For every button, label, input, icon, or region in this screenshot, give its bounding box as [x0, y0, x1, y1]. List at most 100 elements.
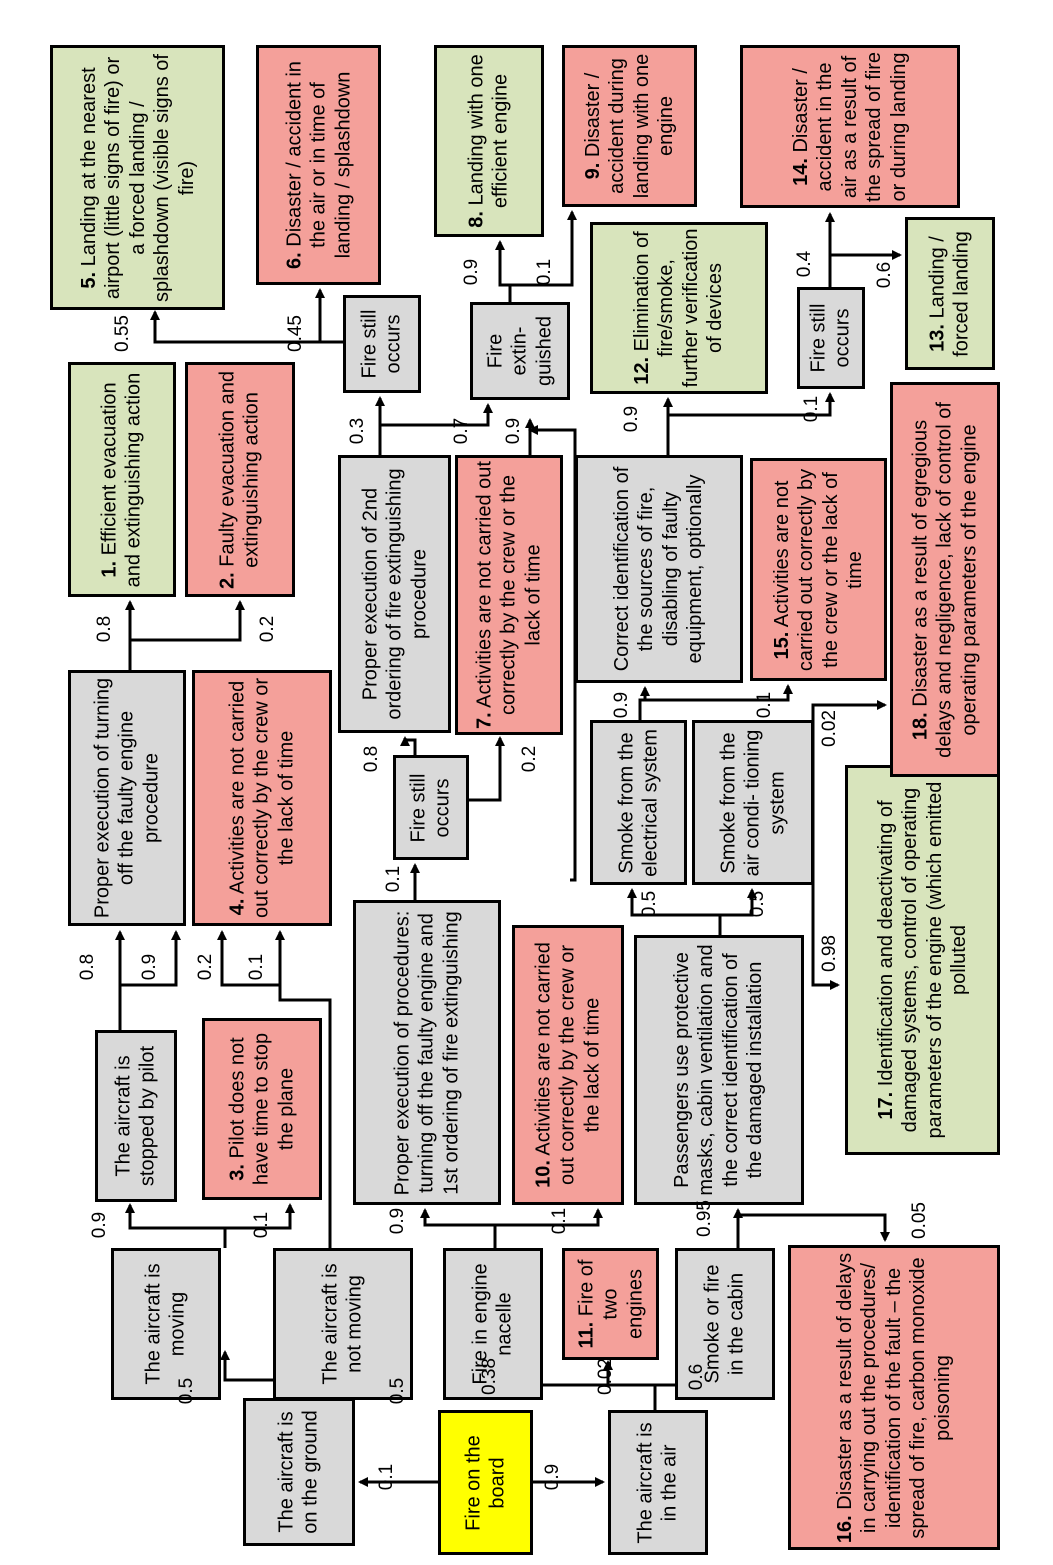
node-n15: 15. Activities are not carried out corre… — [750, 458, 887, 681]
probability-label: 0.4 — [794, 250, 815, 278]
node-gn: The aircraft is not moving — [273, 1248, 413, 1400]
node-n10: 10. Activities are not carried out corre… — [512, 925, 624, 1205]
node-number: 8. — [465, 211, 488, 228]
connector — [275, 930, 332, 1248]
node-text: Disaster as a result of egregious delays… — [909, 401, 981, 758]
node-text: Proper execution of turning off the faul… — [91, 677, 163, 919]
node-number: 14. — [790, 157, 813, 186]
node-text: Landing with one efficient engine — [465, 54, 512, 209]
node-label: 2. Faulty evacuation and extinguishing a… — [216, 368, 265, 591]
node-label: The aircraft is on the ground — [275, 1404, 324, 1540]
connector — [217, 930, 280, 987]
node-stop: The aircraft is stopped by pilot — [95, 1030, 177, 1202]
node-label: The aircraft is not moving — [319, 1254, 368, 1394]
probability-label: 0.1 — [251, 1211, 272, 1239]
node-label: Fire still occurs — [358, 301, 407, 387]
node-number: 18. — [909, 711, 932, 740]
node-pas: Passengers use protective masks, cabin v… — [634, 935, 804, 1205]
probability-label: 0.9 — [89, 1211, 110, 1239]
probability-label: 0.45 — [285, 315, 306, 352]
connector — [668, 392, 835, 417]
node-text: Fire on the board — [462, 1434, 509, 1531]
node-text: Smoke or fire in the cabin — [701, 1264, 748, 1384]
connector — [738, 1213, 890, 1242]
node-text: Fire still occurs — [807, 303, 854, 373]
node-text: Identification and deactivating of damag… — [874, 781, 970, 1139]
node-label: Proper execution of procedures: turning … — [390, 906, 463, 1199]
node-label: Fire still occurs — [807, 293, 856, 383]
node-number: 6. — [282, 252, 305, 269]
node-label: 15. Activities are not carried out corre… — [770, 464, 868, 675]
probability-label: 0.9 — [139, 953, 160, 981]
node-text: Passengers use protective masks, cabin v… — [671, 944, 767, 1196]
node-text: Landing at the nearest airport (little s… — [77, 53, 198, 302]
node-number: 3. — [226, 1164, 249, 1181]
node-label: Fire still occurs — [407, 761, 456, 854]
node-label: 5. Landing at the nearest airport (littl… — [77, 51, 199, 304]
node-text: Activities are not carried out correctly… — [532, 942, 604, 1186]
node-label: Correct identification of the sources of… — [610, 461, 708, 677]
node-label: 18. Disaster as a result of egregious de… — [908, 388, 981, 771]
connector — [125, 1203, 227, 1248]
node-text: Smoke from the air condi- tioning system — [717, 729, 789, 876]
node-number: 12. — [631, 356, 654, 385]
probability-label: 0.3 — [347, 417, 368, 445]
node-n7: 7. Activities are not carried out correc… — [455, 455, 563, 735]
node-text: Disaster as a result of delays in carryi… — [834, 1252, 954, 1539]
probability-label: 0.8 — [94, 615, 115, 643]
probability-label: 0.1 — [754, 691, 775, 719]
probability-label: 0.98 — [819, 935, 840, 972]
node-label: Passengers use protective masks, cabin v… — [670, 941, 768, 1199]
connector — [627, 888, 722, 935]
node-text: The aircraft is in the air — [634, 1421, 681, 1544]
node-n1: 1. Efficient evacuation and extinguishin… — [68, 362, 176, 597]
node-number: 10. — [532, 1160, 555, 1188]
probability-label: 0.1 — [376, 1463, 397, 1491]
probability-label: 0.8 — [361, 745, 382, 773]
probability-label: 0.1 — [549, 1207, 570, 1235]
probability-label: 0.38 — [479, 1358, 500, 1395]
node-sel: Smoke from the electrical system — [590, 720, 687, 885]
node-number: 5. — [77, 271, 100, 289]
connector — [400, 736, 417, 755]
node-text: Faulty evacuation and extinguishing acti… — [216, 370, 263, 568]
node-number: 7. — [473, 712, 496, 729]
node-label: Proper execution of turning off the faul… — [90, 676, 163, 920]
connector — [640, 684, 793, 702]
node-text: Fire still occurs — [358, 309, 405, 379]
probability-label: 0.95 — [694, 1200, 715, 1237]
node-root: Fire on the board — [438, 1410, 533, 1555]
node-n4: 4. Activities are not carried out correc… — [192, 670, 332, 926]
node-fen: Fire in engine nacelle — [443, 1248, 543, 1400]
node-fext: Fire extin- guished — [470, 302, 570, 400]
probability-label: 0.02 — [595, 1358, 616, 1395]
probability-label: 0.2 — [519, 745, 540, 773]
node-n11: 11. Fire of two engines — [562, 1248, 659, 1360]
node-text: Activities are not carried out correctly… — [473, 461, 545, 716]
connector — [495, 1208, 603, 1227]
node-n6: 6. Disaster / accident in the air or in … — [256, 45, 381, 285]
node-n8: 8. Landing with one efficient engine — [434, 45, 544, 237]
node-number: 1. — [98, 560, 121, 578]
probability-label: 0.55 — [112, 315, 133, 352]
probability-label: 0.2 — [195, 953, 216, 981]
node-label: 16. Disaster as a result of delays in ca… — [833, 1251, 955, 1544]
probability-label: 0.9 — [611, 691, 632, 719]
node-number: 11. — [574, 1321, 597, 1349]
node-text: Efficient evacuation and extinguishing a… — [98, 372, 145, 587]
probability-label: 0.9 — [503, 417, 524, 445]
node-sac: Smoke from the air condi- tioning system — [692, 720, 814, 885]
node-text: The aircraft is stopped by pilot — [112, 1045, 159, 1187]
node-n17: 17. Identification and deactivating of d… — [845, 765, 1000, 1155]
probability-label: 0.05 — [909, 1202, 930, 1239]
probability-label: 0.6 — [874, 261, 895, 289]
probability-label: 0.1 — [383, 865, 404, 893]
probability-label: 0.9 — [387, 1207, 408, 1235]
connector — [510, 210, 577, 287]
node-text: Activities are not carried out correctly… — [226, 677, 298, 919]
node-number: 2. — [216, 571, 239, 589]
node-label: 14. Disaster / accident in the air as a … — [789, 51, 911, 202]
node-text: The aircraft is not moving — [319, 1263, 366, 1385]
node-text: Disaster / accident in the air or in tim… — [282, 61, 354, 259]
